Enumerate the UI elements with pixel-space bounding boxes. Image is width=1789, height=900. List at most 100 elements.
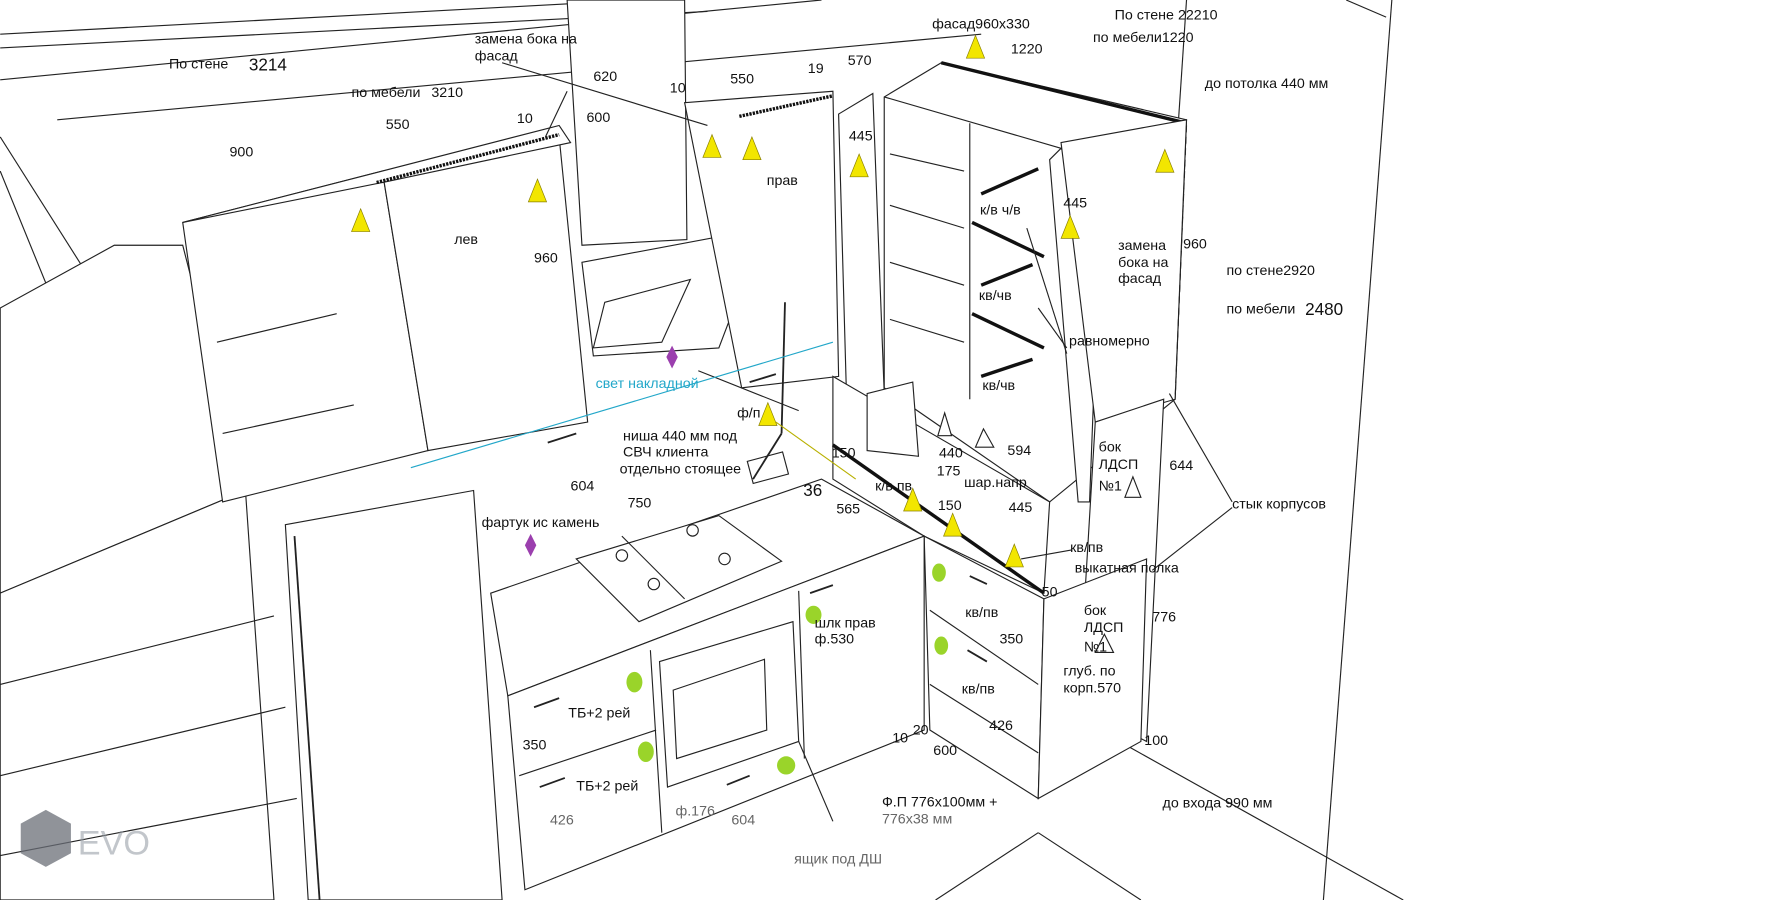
label: кв/чв (979, 288, 1012, 304)
label: 426 (550, 813, 574, 829)
upper-left-cabinets (182, 124, 589, 503)
label: ЛДСП (1099, 457, 1139, 473)
label: 594 (1007, 443, 1031, 459)
logo-text: EVO (78, 824, 150, 862)
label: бока на (1118, 255, 1168, 271)
dimension-labels: По стене 3214 замена бока на фасад по ме… (169, 7, 1343, 867)
label: 565 (836, 501, 860, 517)
label: 150 (832, 445, 856, 461)
label: 150 (938, 498, 962, 514)
label: 20 (913, 723, 929, 739)
label: №1 (1084, 639, 1107, 655)
label: ЛДСП (1084, 620, 1124, 636)
label: 445 (1063, 196, 1087, 212)
label: ф.530 (815, 631, 855, 647)
label: 3214 (249, 56, 288, 75)
upper-right-cabinet (683, 90, 840, 389)
label: 776х38 мм (882, 812, 952, 828)
label: кв/чв (982, 378, 1015, 394)
label: фасад (475, 48, 519, 64)
label: 440 (939, 445, 963, 461)
label: по мебели (352, 85, 421, 101)
label: 776 (1152, 610, 1176, 626)
label: ниша 440 мм под (623, 428, 738, 444)
label: 600 (587, 110, 611, 126)
label: По стене (169, 56, 228, 72)
label: 960 (534, 250, 558, 266)
yellow-markers (351, 34, 1175, 568)
label: ящик под ДШ (794, 851, 882, 867)
label: лев (454, 232, 478, 248)
leader-lines (410, 62, 1233, 822)
base-cabinets (490, 451, 926, 891)
label: №1 (1099, 478, 1122, 494)
label: замена бока на (475, 31, 577, 47)
label: 36 (803, 481, 822, 500)
label: равномерно (1069, 334, 1150, 350)
outline-markers (937, 410, 1142, 654)
label: 604 (731, 813, 755, 829)
label: замена (1118, 238, 1166, 254)
label: По стене 22210 (1115, 7, 1218, 23)
label: кв/пв (1070, 540, 1103, 556)
label: 445 (1009, 500, 1033, 516)
label: 445 (849, 128, 873, 144)
label: по мебели (1226, 302, 1295, 318)
label: кв/пв (965, 605, 998, 621)
label: 350 (523, 737, 547, 753)
label: 900 (229, 144, 253, 160)
label: фасад (1118, 271, 1162, 287)
label: 644 (1169, 458, 1193, 474)
label: 19 (808, 61, 824, 77)
label: шар.напр (964, 475, 1027, 491)
label: к/в пв (875, 478, 912, 494)
label: бок (1084, 603, 1107, 619)
label: до входа 990 мм (1163, 796, 1273, 812)
label: 550 (730, 71, 754, 87)
label: до потолка 440 мм (1205, 76, 1329, 92)
label: стык корпусов (1232, 497, 1326, 513)
label: 570 (848, 53, 872, 69)
label: 3210 (431, 85, 463, 101)
label: 10 (517, 111, 533, 127)
label: ф/п (737, 405, 760, 421)
label: 426 (989, 718, 1013, 734)
label: по стене2920 (1226, 263, 1315, 279)
label: 620 (593, 69, 617, 85)
label: ф.176 (675, 804, 715, 820)
label: ТБ+2 рей (568, 705, 630, 721)
lower-right-cabinet (831, 375, 1148, 800)
label: свет накладной (596, 376, 699, 392)
label: отдельно стоящее (620, 461, 742, 477)
label: 50 (1042, 585, 1058, 601)
label: Ф.П 776х100мм + (882, 794, 998, 810)
label: 750 (628, 496, 652, 512)
label: 10 (670, 80, 686, 96)
label: ТБ+2 рей (576, 778, 638, 794)
label: выкатная полка (1075, 561, 1179, 577)
label: 350 (999, 631, 1023, 647)
label: 1220 (1011, 42, 1043, 58)
label: шлк прав (815, 615, 876, 631)
label: 175 (937, 464, 961, 480)
label: 600 (933, 743, 957, 759)
label: корп.570 (1063, 680, 1121, 696)
label: 100 (1144, 733, 1168, 749)
label: СВЧ клиента (623, 444, 708, 460)
label: бок (1099, 440, 1122, 456)
label: 550 (386, 117, 410, 133)
purple-markers (524, 345, 678, 557)
label: к/в ч/в (980, 202, 1021, 218)
left-shelving (0, 244, 503, 900)
green-markers (626, 563, 949, 775)
label: 2480 (1305, 300, 1343, 319)
label: прав (767, 173, 798, 189)
label: кв/пв (962, 682, 995, 698)
label: фартук ис камень (482, 515, 600, 531)
evo-logo: EVO (20, 809, 150, 867)
label: 960 (1183, 237, 1207, 253)
label: по мебели1220 (1093, 30, 1194, 46)
label: фасад960х330 (932, 17, 1030, 33)
